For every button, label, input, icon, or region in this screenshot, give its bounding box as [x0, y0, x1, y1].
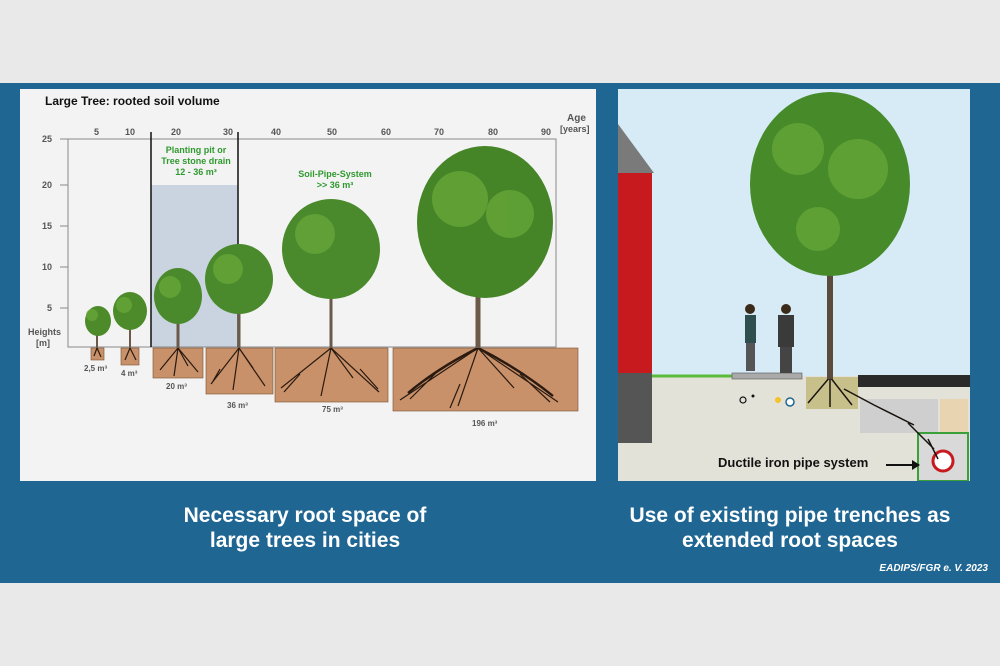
age-tick: 70: [434, 127, 445, 137]
credit-text: EADIPS/FGR e. V. 2023: [879, 563, 988, 574]
age-tick: 80: [488, 127, 499, 137]
age-tick: 30: [223, 127, 234, 137]
diagram-title: Large Tree: rooted soil volume: [45, 94, 220, 108]
height-tick: 25: [42, 134, 53, 144]
age-tick: 60: [381, 127, 392, 137]
street-scene-graphics: [618, 92, 970, 481]
road: [858, 375, 970, 387]
height-tick: 15: [42, 221, 53, 231]
pipe-system-label: Ductile iron pipe system: [718, 455, 869, 470]
soil-block-36: [205, 347, 274, 395]
slide: Large Tree: rooted soil volume Age [year…: [0, 83, 1000, 583]
chart-frame: [67, 138, 557, 348]
age-tick: 90: [541, 127, 552, 137]
building-wall: [618, 173, 652, 373]
soil-block-20: [152, 347, 204, 379]
soil-block-4: [120, 347, 140, 366]
volume-label: 36 m³: [227, 401, 248, 410]
left-caption: Necessary root space of large trees in c…: [183, 504, 427, 552]
diagram-graphics: [60, 132, 579, 412]
pedestrians: [745, 304, 794, 373]
height-axis-label: Heights: [28, 327, 62, 337]
age-tick: 20: [171, 127, 182, 137]
height-axis-unit: [m]: [36, 338, 50, 348]
volume-label: 2,5 m³: [84, 364, 108, 373]
height-tick: 20: [42, 180, 53, 190]
pipe-trench-illustration: Ductile iron pipe system: [618, 89, 970, 481]
planting-pit-label: Planting pit or Tree stone drain 12 - 36…: [161, 145, 231, 177]
height-tick: 10: [42, 262, 53, 272]
building-base: [618, 373, 652, 443]
soil-pipe-system-label: Soil-Pipe-System >> 36 m³: [298, 169, 372, 190]
age-tick: 40: [271, 127, 282, 137]
age-tick: 50: [327, 127, 338, 137]
age-axis-unit: [years]: [560, 124, 590, 134]
soil-block-75: [274, 347, 389, 403]
age-tick: 5: [94, 127, 100, 137]
height-tick: 5: [47, 303, 53, 313]
volume-label: 75 m³: [322, 405, 343, 414]
age-axis-label: Age: [567, 113, 586, 124]
ductile-iron-pipe: [931, 449, 955, 473]
tree-crown: [750, 92, 910, 276]
right-caption: Use of existing pipe trenches as extende…: [629, 504, 951, 552]
volume-label: 196 m³: [472, 419, 498, 428]
building-roof: [618, 124, 654, 173]
volume-label: 20 m³: [166, 382, 187, 391]
root-volume-diagram: Large Tree: rooted soil volume Age [year…: [20, 89, 596, 481]
age-tick: 10: [125, 127, 136, 137]
volume-label: 4 m³: [121, 369, 138, 378]
